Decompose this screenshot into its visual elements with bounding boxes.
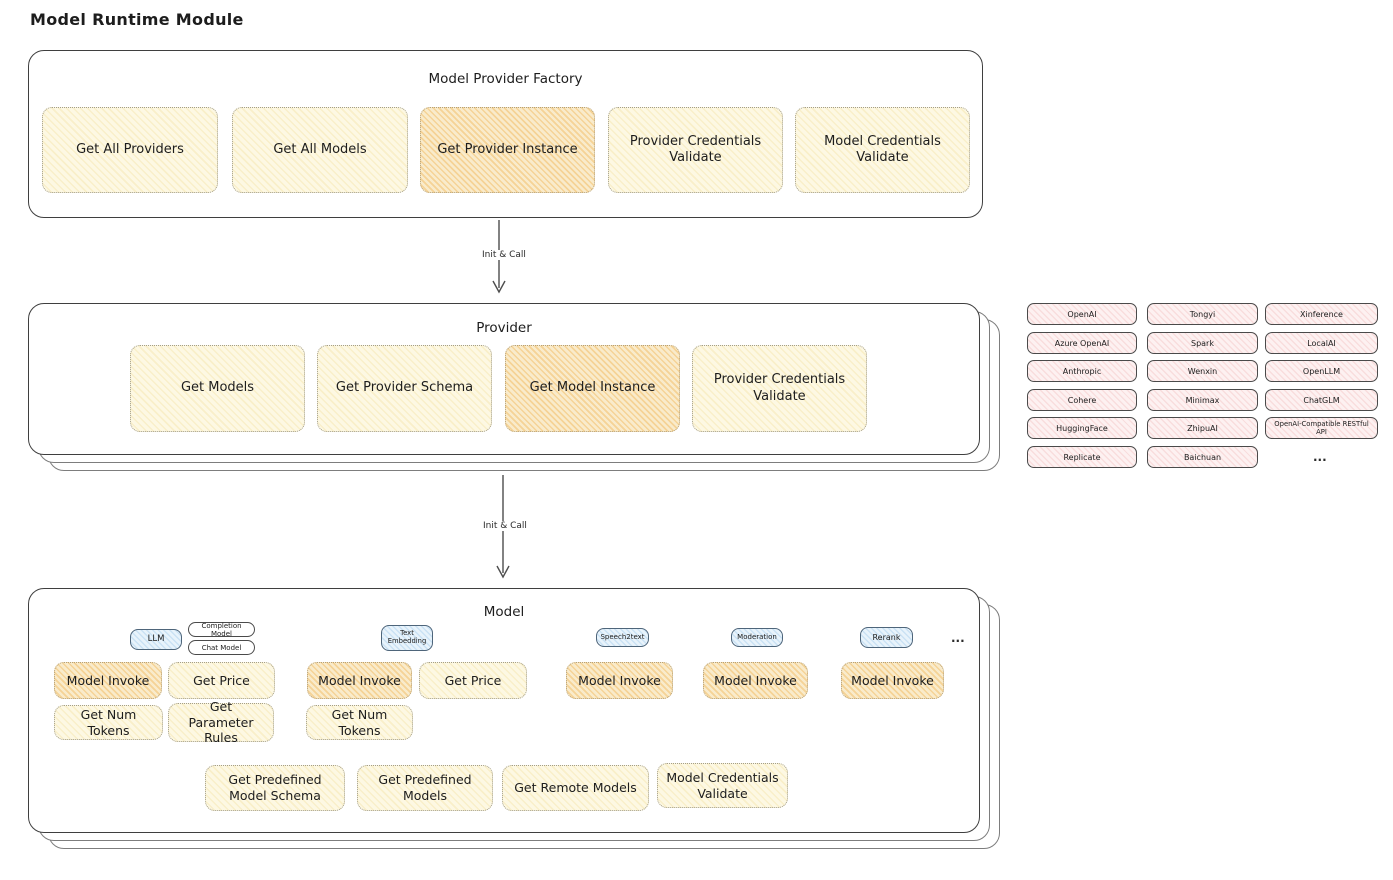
model-title: Model — [483, 604, 525, 620]
node-get-num-tokens-text-embedding: Get Num Tokens — [306, 705, 413, 740]
node-get-all-providers: Get All Providers — [42, 107, 218, 193]
provider-title: Provider — [476, 320, 532, 336]
node-get-provider-instance: Get Provider Instance — [420, 107, 595, 193]
vendor-azure-openai: Azure OpenAI — [1027, 332, 1137, 354]
node-model-credentials-validate-model: Model Credentials Validate — [657, 763, 788, 808]
factory-title: Model Provider Factory — [428, 71, 583, 87]
node-get-predefined-models: Get Predefined Models — [357, 765, 493, 811]
node-get-price-text-embedding: Get Price — [419, 662, 527, 699]
type-pill-speech2text: Speech2text — [596, 628, 649, 647]
arrow-label-init-call-2: Init & Call — [480, 521, 530, 531]
node-get-all-models: Get All Models — [232, 107, 408, 193]
vendor-localai: LocalAI — [1265, 332, 1378, 354]
node-model-invoke-speech2text: Model Invoke — [566, 662, 673, 699]
node-get-provider-schema: Get Provider Schema — [317, 345, 492, 432]
node-model-invoke-llm: Model Invoke — [54, 662, 162, 699]
page-title: Model Runtime Module — [30, 10, 244, 29]
vendor-anthropic: Anthropic — [1027, 360, 1137, 382]
node-model-invoke-text-embedding: Model Invoke — [307, 662, 412, 699]
type-pill-llm: LLM — [130, 629, 182, 650]
vendor-xinference: Xinference — [1265, 303, 1378, 325]
type-pill-moderation: Moderation — [731, 628, 783, 647]
node-get-predefined-model-schema: Get Predefined Model Schema — [205, 765, 345, 811]
node-provider-credentials-validate-factory: Provider Credentials Validate — [608, 107, 783, 193]
model-types-ellipsis: ... — [951, 631, 965, 645]
node-get-remote-models: Get Remote Models — [502, 765, 649, 811]
node-get-num-tokens-llm: Get Num Tokens — [54, 705, 163, 740]
vendor-openai: OpenAI — [1027, 303, 1137, 325]
node-get-price-llm: Get Price — [168, 662, 275, 699]
vendor-minimax: Minimax — [1147, 389, 1258, 411]
vendor-cohere: Cohere — [1027, 389, 1137, 411]
node-get-models: Get Models — [130, 345, 305, 432]
vendor-chatglm: ChatGLM — [1265, 389, 1378, 411]
type-pill-completion-model: Completion Model — [188, 622, 255, 638]
vendor-replicate: Replicate — [1027, 446, 1137, 468]
node-model-invoke-rerank: Model Invoke — [841, 662, 944, 699]
type-pill-chat-model: Chat Model — [188, 640, 255, 655]
vendor-ellipsis: ... — [1313, 450, 1327, 464]
arrow-label-init-call-1: Init & Call — [479, 250, 529, 260]
vendor-huggingface: HuggingFace — [1027, 417, 1137, 439]
type-pill-text-embedding: Text Embedding — [381, 625, 433, 651]
vendor-zhipuai: ZhipuAI — [1147, 417, 1258, 439]
vendor-openai-compatible-restful-api: OpenAI-Compatible RESTful API — [1265, 417, 1378, 439]
node-provider-credentials-validate-provider: Provider Credentials Validate — [692, 345, 867, 432]
vendor-spark: Spark — [1147, 332, 1258, 354]
node-get-parameter-rules: Get Parameter Rules — [168, 699, 274, 745]
node-model-invoke-moderation: Model Invoke — [703, 662, 808, 699]
type-pill-rerank: Rerank — [860, 627, 913, 648]
vendor-tongyi: Tongyi — [1147, 303, 1258, 325]
vendor-baichuan: Baichuan — [1147, 446, 1258, 468]
vendor-wenxin: Wenxin — [1147, 360, 1258, 382]
node-get-model-instance: Get Model Instance — [505, 345, 680, 432]
vendor-openllm: OpenLLM — [1265, 360, 1378, 382]
node-model-credentials-validate-factory: Model Credentials Validate — [795, 107, 970, 193]
